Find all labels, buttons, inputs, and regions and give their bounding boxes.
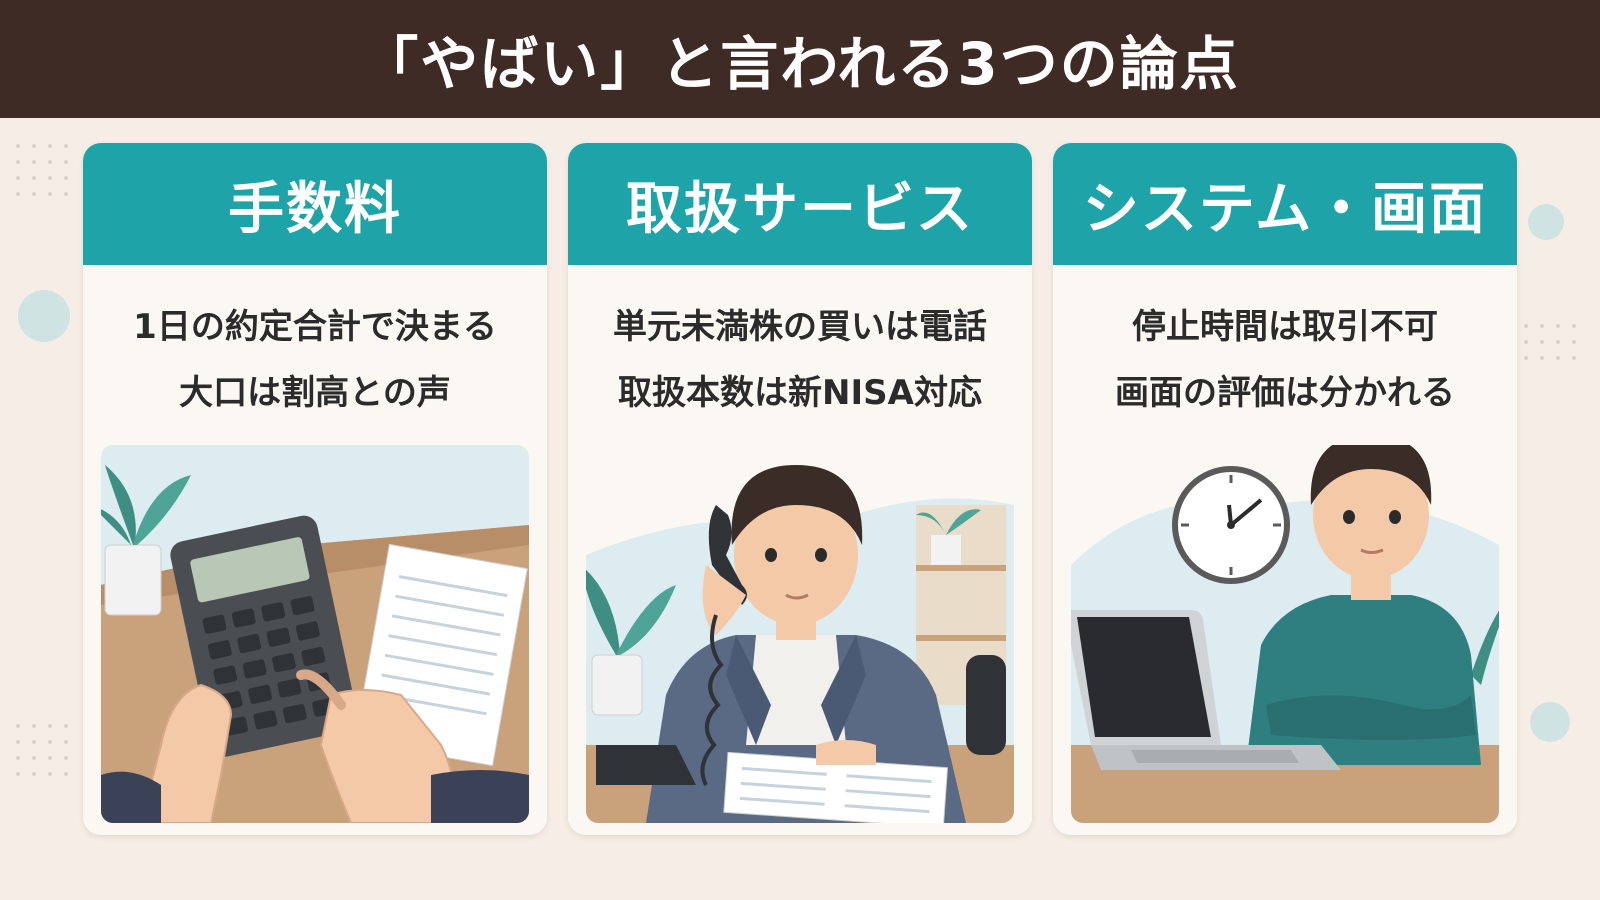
card-body: 停止時間は取引不可 画面の評価は分かれる bbox=[1053, 265, 1517, 835]
card-title: 取扱サービス bbox=[626, 176, 974, 242]
laptop-illustration bbox=[1071, 445, 1499, 823]
card-body: 単元未満株の買いは電話 取扱本数は新NISA対応 bbox=[568, 265, 1032, 835]
card-fees: 手数料 1日の約定合計で決まる 大口は割高との声 bbox=[83, 143, 547, 835]
card-header: 手数料 bbox=[83, 143, 547, 265]
telephone-icon bbox=[586, 445, 1014, 823]
dot-pattern-decoration bbox=[16, 144, 68, 196]
clock-icon bbox=[1172, 466, 1290, 584]
card-text-line: 1日の約定合計で決まる bbox=[133, 307, 497, 347]
telephone-illustration bbox=[586, 445, 1014, 823]
laptop-icon bbox=[1071, 445, 1499, 823]
calculator-illustration bbox=[101, 445, 529, 823]
card-system: システム・画面 停止時間は取引不可 画面の評価は分かれる bbox=[1053, 143, 1517, 835]
title-banner: 「やばい」と言われる3つの論点 bbox=[0, 0, 1600, 118]
circle-decoration bbox=[1528, 204, 1564, 240]
dot-pattern-decoration bbox=[1524, 324, 1576, 360]
card-text-line: 取扱本数は新NISA対応 bbox=[618, 373, 982, 413]
card-text-line: 単元未満株の買いは電話 bbox=[613, 307, 987, 347]
card-text-line: 画面の評価は分かれる bbox=[1115, 373, 1455, 413]
circle-decoration bbox=[18, 290, 70, 342]
page-title: 「やばい」と言われる3つの論点 bbox=[360, 30, 1240, 98]
card-header: システム・画面 bbox=[1053, 143, 1517, 265]
card-title: システム・画面 bbox=[1082, 176, 1488, 242]
card-title: 手数料 bbox=[228, 176, 402, 242]
card-text-line: 大口は割高との声 bbox=[179, 373, 451, 413]
card-body: 1日の約定合計で決まる 大口は割高との声 bbox=[83, 265, 547, 835]
circle-decoration bbox=[1530, 702, 1570, 742]
card-header: 取扱サービス bbox=[568, 143, 1032, 265]
calculator-icon bbox=[101, 445, 529, 823]
card-text-line: 停止時間は取引不可 bbox=[1132, 307, 1438, 347]
card-services: 取扱サービス 単元未満株の買いは電話 取扱本数は新NISA対応 bbox=[568, 143, 1032, 835]
dot-pattern-decoration bbox=[16, 724, 68, 776]
